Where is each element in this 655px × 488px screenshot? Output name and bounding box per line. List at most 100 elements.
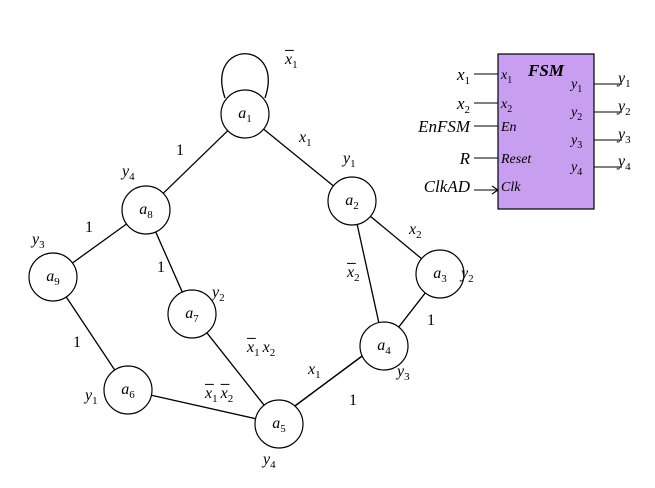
state-circle-a2 (327, 176, 377, 226)
transition-a6-a5 (151, 394, 256, 420)
condition-symbol-a6-a5-0: x1 (204, 385, 218, 405)
state-circle-a8 (121, 185, 171, 235)
condition-symbol-a1-a1-0: x1 (284, 51, 298, 71)
condition-symbol-a7-a5-0: x1 (246, 339, 260, 359)
edge-label-a2-a3: x2 (408, 221, 422, 241)
state-circle-a7 (167, 289, 217, 339)
edge-line-a6-a5 (151, 394, 256, 420)
state-node-a5: a5 (254, 399, 304, 449)
transition-a5-a4 (294, 355, 363, 407)
fsm-input-external-2: EnFSM (417, 117, 471, 136)
state-output-a2: y1 (341, 150, 356, 170)
fsm-output-external-0: y1 (616, 70, 631, 90)
transition-a2-a3 (370, 215, 422, 260)
condition-symbol-a5-a4-0: x1 (307, 361, 321, 381)
fsm-output-external-1: y2 (616, 98, 631, 118)
self-loop-a1-a1 (221, 53, 269, 99)
edge-label-a5-a4: x1 (307, 361, 321, 381)
edge-line-a3-a4 (398, 292, 426, 328)
state-name-a4: a4 (377, 337, 391, 357)
state-name-a5: a5 (272, 415, 286, 435)
state-node-a1: a1 (220, 89, 270, 139)
fsm-box (497, 53, 595, 210)
edge-label-a3-a4: 1 (427, 312, 435, 329)
state-name-a1: a1 (238, 105, 252, 125)
state-name-a2: a2 (345, 192, 359, 212)
state-node-a8: a8 (121, 185, 171, 235)
fsm-input-external-4: ClkAD (424, 177, 471, 196)
condition-symbol-a2-a3-0: x2 (408, 221, 422, 241)
state-output-a6: y1 (83, 387, 98, 407)
state-circle-a1 (220, 89, 270, 139)
fsm-input-external-1: x2 (456, 94, 470, 116)
state-node-a2: a2 (327, 176, 377, 226)
fsm-output-0: y1 y1 (569, 70, 631, 95)
edge-condition-a8-a7: 1 (157, 259, 165, 276)
fsm-input-pin-3: Reset (500, 152, 532, 167)
state-circle-a9 (28, 252, 78, 302)
edge-condition-a8-a9: 1 (85, 219, 93, 236)
state-node-a9: a9 (28, 252, 78, 302)
state-output-a9: y3 (30, 231, 45, 251)
state-node-a3: a3 (415, 249, 465, 299)
edge-label-a9-a6: 1 (73, 334, 81, 351)
fsm-output-external-2: y3 (616, 126, 631, 146)
condition-symbol-a2-a4-0: x2 (346, 264, 360, 284)
state-name-a3: a3 (433, 265, 447, 285)
fsm-input-external-0: x1 (456, 65, 470, 87)
edge-condition-a9-a6: 1 (73, 334, 81, 351)
edge-label-a4-a5: 1 (349, 392, 357, 409)
edge-line-a2-a3 (370, 215, 422, 260)
transition-a1-a2 (263, 128, 334, 187)
state-nodes: a1 a2 a3 a4 a5 a6 a7 a8 a9 (28, 89, 465, 449)
clock-arrow-icon (491, 185, 499, 195)
edge-line-a1-a8 (162, 130, 229, 194)
transition-a2-a4 (356, 224, 380, 323)
state-node-a7: a7 (167, 289, 217, 339)
state-circle-a4 (359, 321, 409, 371)
condition-symbol-a1-a2-0: x1 (298, 129, 312, 149)
transition-a7-a5 (206, 332, 265, 406)
edge-line-a5-a4 (294, 355, 363, 407)
edge-condition-a1-a8: 1 (176, 142, 184, 159)
fsm-input-1: x2 x2 (456, 94, 512, 116)
transition-a3-a4 (398, 292, 426, 328)
state-node-a6: a6 (103, 365, 153, 415)
state-name-a8: a8 (139, 201, 153, 221)
state-output-a5: y4 (261, 451, 276, 471)
fsm-output-pin-0: y1 (569, 77, 582, 95)
edge-line-a8-a7 (155, 231, 183, 293)
fsm-input-2: EnFSM En (417, 117, 517, 136)
edge-line-a7-a5 (206, 332, 265, 406)
edge-line-a8-a9 (72, 223, 127, 264)
edge-label-a8-a7: 1 (157, 259, 165, 276)
state-circle-a3 (415, 249, 465, 299)
edge-label-a2-a4: x2 (346, 262, 360, 284)
state-output-a3: y2 (459, 265, 474, 285)
state-node-a4: a4 (359, 321, 409, 371)
state-circle-a5 (254, 399, 304, 449)
edge-condition-a3-a4: 1 (427, 312, 435, 329)
fsm-input-pin-4: Clk (501, 180, 521, 195)
fsm-title: FSM (527, 61, 565, 80)
fsm-output-external-3: y4 (616, 153, 631, 173)
fsm-input-pin-1: x2 (500, 97, 512, 115)
condition-symbol-a7-a5-1: x2 (262, 339, 276, 359)
fsm-input-pin-2: En (500, 120, 517, 135)
edge-condition-a4-a5: 1 (349, 392, 357, 409)
edge-line-a2-a4 (356, 224, 380, 323)
fsm-input-pin-0: x1 (500, 68, 512, 86)
state-name-a7: a7 (185, 305, 199, 325)
state-output-a7: y2 (210, 284, 225, 304)
edge-line-a1-a2 (263, 128, 334, 187)
fsm-output-pin-3: y4 (569, 160, 582, 178)
